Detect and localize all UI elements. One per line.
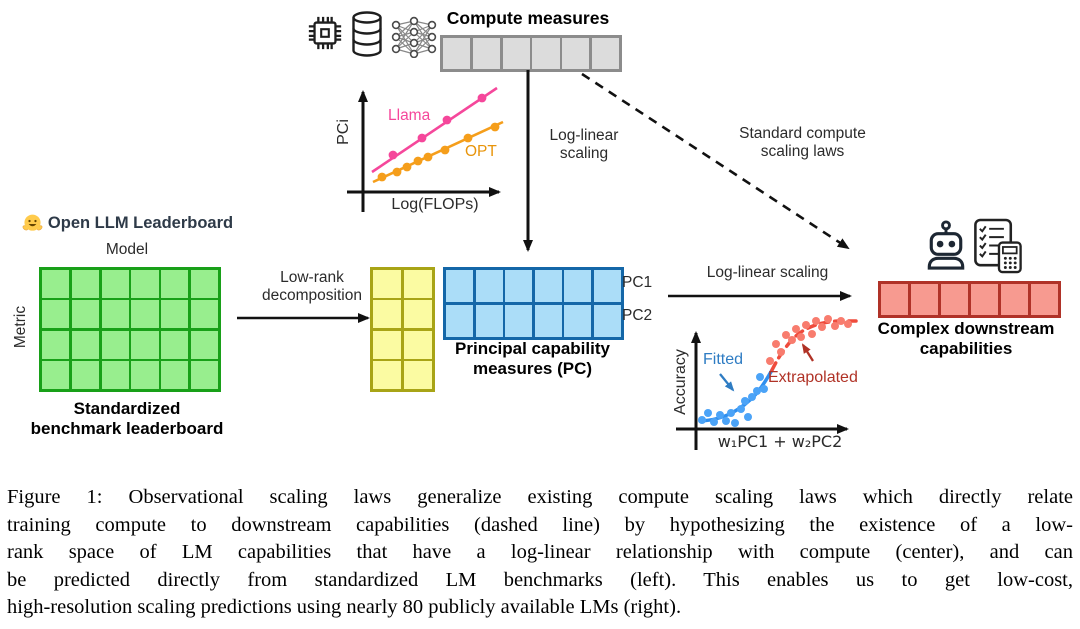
grid-cell — [101, 270, 129, 298]
grid-cell — [190, 300, 218, 329]
llama-series-label: Llama — [388, 107, 431, 124]
grid-cell — [532, 38, 560, 69]
lowrank-grid — [370, 267, 435, 392]
grid-cell — [505, 304, 533, 337]
accuracy-axis-label: Accuracy — [672, 349, 689, 415]
pc-caption: Principal capability measures (PC) — [455, 339, 610, 378]
low-rank-decomposition-label: Low-rank decomposition — [262, 269, 362, 304]
pc-combination-axis-label: w₁PC1 + w₂PC2 — [717, 432, 843, 451]
grid-cell — [970, 284, 999, 315]
caption-line: rank space of LM capabilities that have … — [7, 541, 1073, 564]
benchmark-grid — [39, 267, 221, 392]
pc1-row-label: PC1 — [622, 274, 653, 291]
grid-cell — [42, 361, 70, 389]
grid-cell — [161, 361, 189, 389]
grid-cell — [502, 38, 530, 69]
log-linear-scaling-down-label: Log-linear scaling — [549, 127, 619, 162]
pc2-row-label: PC2 — [622, 307, 653, 324]
model-axis-label: Model — [105, 241, 149, 258]
grid-cell — [564, 270, 592, 303]
grid-cell — [403, 361, 432, 389]
caption-line: Figure 1: Observational scaling laws gen… — [7, 486, 1073, 508]
grid-cell — [42, 270, 70, 298]
figure-caption: Figure 1: Observational scaling laws gen… — [0, 484, 1080, 622]
grid-cell — [593, 270, 621, 303]
grid-cell — [593, 304, 621, 337]
database-icon — [352, 11, 382, 57]
grid-cell — [373, 300, 402, 329]
benchmark-caption: Standardized benchmark leaderboard — [30, 399, 224, 438]
grid-cell — [1000, 284, 1029, 315]
metric-axis-label: Metric — [12, 305, 29, 349]
robot-icon — [927, 220, 965, 270]
chip-icon — [308, 16, 342, 50]
grid-cell — [131, 330, 159, 359]
grid-cell — [475, 304, 503, 337]
grid-cell — [161, 300, 189, 329]
grid-cell — [534, 270, 562, 303]
tasks-icon — [974, 218, 1022, 274]
grid-cell — [373, 361, 402, 389]
grid-cell — [881, 284, 909, 315]
grid-cell — [42, 330, 70, 359]
grid-cell — [190, 270, 218, 298]
grid-cell — [562, 38, 590, 69]
grid-cell — [131, 270, 159, 298]
opt-series-label: OPT — [465, 143, 497, 160]
extrapolated-annotation: Extrapolated — [768, 369, 858, 386]
grid-cell — [591, 38, 619, 69]
grid-cell — [1030, 284, 1058, 315]
fitted-annotation: Fitted — [703, 351, 744, 368]
open-llm-leaderboard-text: Open LLM Leaderboard — [47, 214, 234, 232]
grid-cell — [71, 270, 99, 298]
grid-cell — [472, 38, 500, 69]
grid-cell — [373, 270, 402, 298]
grid-cell — [131, 361, 159, 389]
logflops-axis-label: Log(FLOPs) — [391, 196, 479, 213]
grid-cell — [190, 330, 218, 359]
standard-compute-scaling-laws-label: Standard compute scaling laws — [739, 125, 866, 160]
hugging-face-icon — [22, 214, 43, 231]
grid-cell — [71, 361, 99, 389]
grid-cell — [403, 300, 432, 329]
log-linear-scaling-right-label: Log-linear scaling — [706, 264, 829, 281]
pc-grid — [443, 267, 624, 340]
grid-cell — [534, 304, 562, 337]
network-icon — [391, 16, 437, 58]
grid-cell — [475, 270, 503, 303]
compute-measures-grid — [440, 35, 622, 72]
compute-measures-title: Compute measures — [446, 8, 610, 28]
grid-cell — [71, 300, 99, 329]
grid-cell — [101, 300, 129, 329]
caption-line: high-resolution scaling predictions usin… — [7, 596, 682, 619]
grid-cell — [71, 330, 99, 359]
grid-cell — [190, 361, 218, 389]
grid-cell — [373, 330, 402, 359]
grid-cell — [564, 304, 592, 337]
grid-cell — [101, 330, 129, 359]
grid-cell — [443, 38, 471, 69]
pci-axis-label: PCi — [335, 119, 352, 145]
grid-cell — [161, 330, 189, 359]
grid-cell — [161, 270, 189, 298]
grid-cell — [940, 284, 969, 315]
caption-line: training compute to downstream capabilit… — [7, 513, 1073, 536]
figure-1-diagram: Compute measures Log-linear scaling Stan… — [12, 8, 1061, 451]
grid-cell — [403, 330, 432, 359]
grid-cell — [42, 300, 70, 329]
grid-cell — [910, 284, 939, 315]
downstream-caption: Complex downstream capabilities — [877, 319, 1055, 358]
grid-cell — [403, 270, 432, 298]
grid-cell — [446, 270, 474, 303]
grid-cell — [101, 361, 129, 389]
caption-line: be predicted directly from standardized … — [7, 568, 1073, 591]
grid-cell — [131, 300, 159, 329]
downstream-grid — [878, 281, 1061, 318]
open-llm-leaderboard-title: Open LLM Leaderboard — [20, 213, 235, 234]
grid-cell — [446, 304, 474, 337]
grid-cell — [505, 270, 533, 303]
